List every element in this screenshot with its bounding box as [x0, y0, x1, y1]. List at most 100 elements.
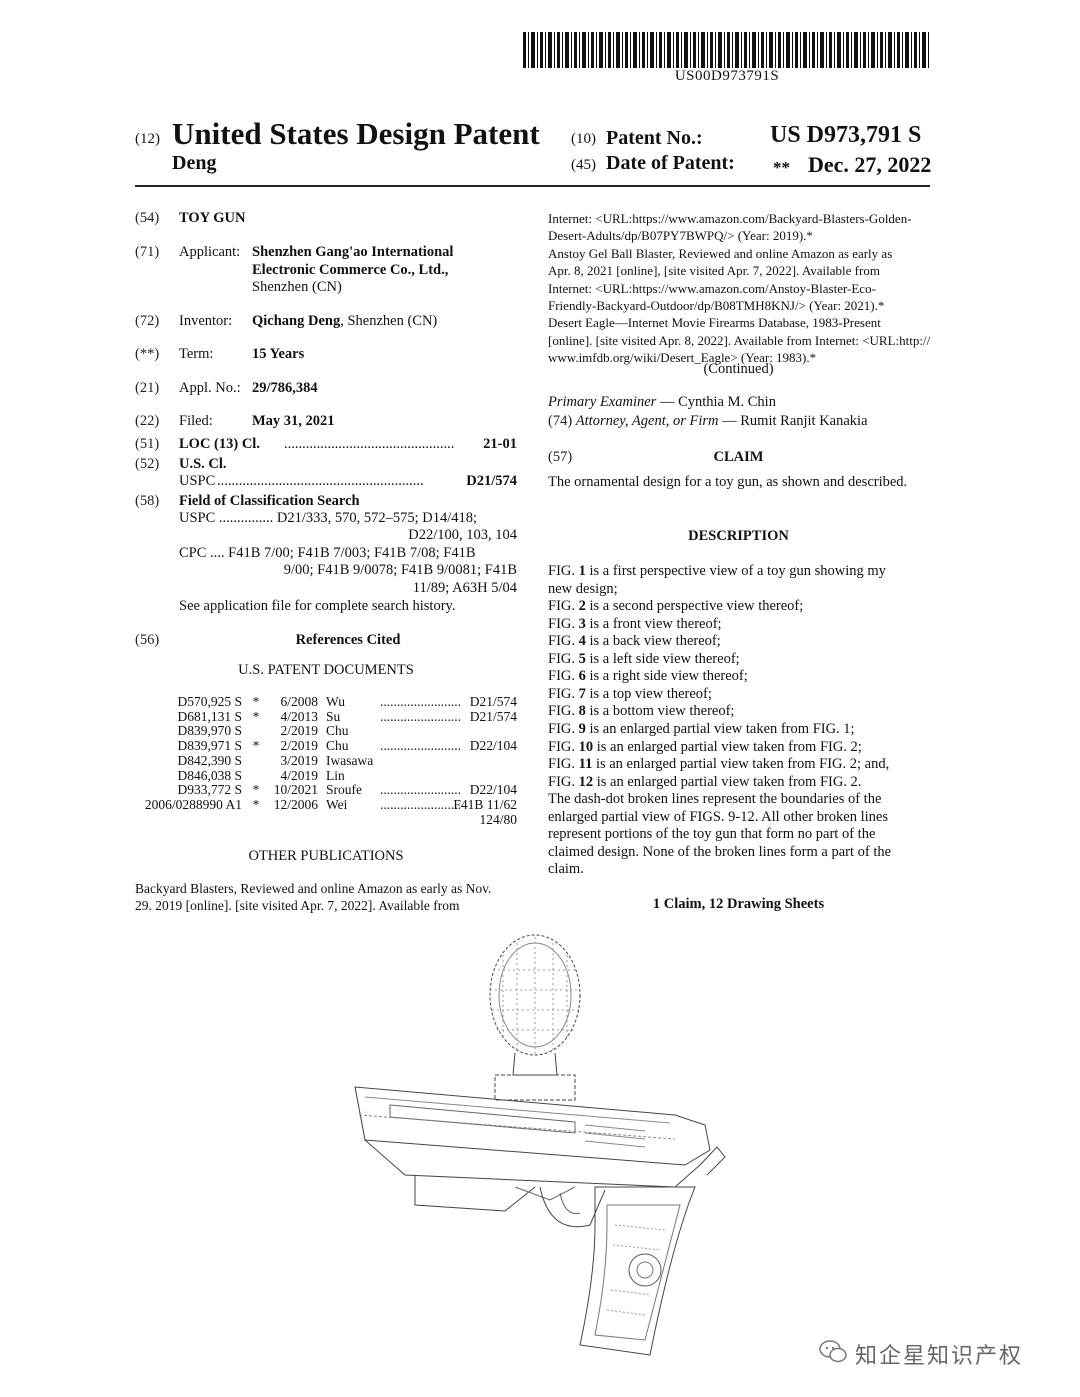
- broken-lines-line: claimed design. None of the broken lines…: [548, 843, 892, 860]
- ref-name: Chu: [326, 738, 349, 754]
- citation-line: Internet: <URL:https://www.amazon.com/An…: [548, 280, 876, 296]
- ref-dots: ..............................: [380, 694, 460, 709]
- field-search-uspc-2: D22/100, 103, 104: [408, 527, 517, 543]
- uspc-dots: ........................................…: [217, 473, 424, 489]
- ref-date: 3/2019: [280, 752, 318, 768]
- fig-text: is a back view thereof;: [585, 633, 721, 650]
- ref-date: 4/2019: [280, 767, 318, 783]
- ref-name: Iwasawa: [326, 752, 374, 768]
- applicant-line-1: Shenzhen Gang'ao International: [252, 244, 454, 260]
- broken-lines-line: enlarged partial view of FIGS. 9-12. All…: [548, 808, 889, 825]
- code-51: (51): [135, 436, 160, 452]
- code-10: (10): [571, 131, 596, 147]
- ref-name: Lin: [326, 767, 345, 783]
- code-12: (12): [135, 131, 160, 147]
- code-72: (72): [135, 313, 160, 329]
- ref-dots: ...............................: [380, 708, 460, 724]
- uspc-label: USPC: [179, 473, 216, 489]
- ref-num: D681,131 S: [177, 708, 242, 724]
- ref-dots: ........................: [380, 782, 460, 798]
- fig-text: is a left side view thereof;: [585, 650, 740, 667]
- citation-line: Anstoy Gel Ball Blaster, Reviewed and on…: [548, 245, 893, 261]
- ref-cls: D22/104: [469, 738, 517, 754]
- other-pub-line-1: Backyard Blasters, Reviewed and online A…: [135, 881, 492, 896]
- fig-prefix: FIG.: [548, 773, 579, 790]
- fig-number: 3: [578, 615, 586, 632]
- applicant-label: Applicant:: [179, 244, 241, 260]
- patent-date: Dec. 27, 2022: [808, 152, 932, 177]
- code-54: (54): [135, 210, 160, 226]
- code-45: (45): [571, 157, 596, 173]
- loc-value: 21-01: [483, 436, 517, 452]
- ref-name: Wu: [326, 694, 345, 709]
- figure-description: FIG. 11 is an enlarged partial view take…: [548, 756, 929, 774]
- ref-date: 2/2019: [280, 723, 318, 739]
- fig-number: 5: [578, 650, 586, 667]
- appl-no-label: Appl. No.:: [179, 380, 241, 396]
- fig-text: is a front view thereof;: [585, 615, 722, 632]
- date-label: Date of Patent:: [606, 152, 735, 174]
- ref-date: 12/2006: [273, 796, 318, 812]
- filed-value: May 31, 2021: [252, 413, 335, 429]
- watermark-text: 知企星知识产权: [855, 1344, 1024, 1369]
- code-52: (52): [135, 456, 160, 472]
- term-label: Term:: [179, 346, 214, 362]
- fig-prefix: FIG.: [548, 563, 579, 579]
- fig-text: new design;: [548, 580, 618, 597]
- fig-prefix: FIG.: [548, 738, 579, 755]
- inventor-location: , Shenzhen (CN): [340, 313, 438, 329]
- other-publications-heading: OTHER PUBLICATIONS: [248, 848, 404, 864]
- ref-name: Sroufe: [326, 782, 362, 798]
- figure-description: FIG. 8 is a bottom view thereof;: [548, 703, 929, 721]
- fig-text: is an enlarged partial view taken from F…: [585, 720, 855, 737]
- ref-dots: ........................: [380, 796, 460, 812]
- ref-num: D933,772 S: [177, 782, 242, 798]
- code-21: (21): [135, 380, 160, 396]
- title-field: TOY GUN: [179, 210, 246, 226]
- fig-prefix: FIG.: [548, 685, 579, 702]
- barcode: [523, 32, 931, 68]
- fig-text: is an enlarged partial view taken from F…: [593, 738, 862, 755]
- ref-cls: D21/574: [469, 694, 517, 709]
- figure-description: FIG. 5 is a left side view thereof;: [548, 651, 929, 669]
- code-71: (71): [135, 244, 160, 260]
- ref-star: *: [252, 782, 260, 798]
- citation-line: www.imfdb.org/wiki/Desert_Eagle> (Year: …: [548, 350, 817, 366]
- ref-dots: ............................: [380, 738, 460, 754]
- date-marker: **: [773, 158, 790, 177]
- references-cited-heading: References Cited: [295, 632, 401, 648]
- broken-lines-line: claim.: [548, 861, 584, 878]
- filed-label: Filed:: [179, 413, 213, 429]
- field-search-uspc: USPC ............... D21/333, 570, 572–5…: [179, 510, 478, 526]
- citation-line: Desert Eagle—Internet Movie Firearms Dat…: [548, 315, 881, 331]
- fig-prefix: FIG.: [548, 598, 579, 615]
- ref-cls: D21/574: [469, 708, 517, 724]
- field-search-note: See application file for complete search…: [179, 598, 456, 614]
- document-title: United States Design Patent: [172, 116, 540, 151]
- ref-num: D570,925 S: [177, 694, 242, 709]
- ref-star: *: [252, 796, 260, 812]
- fig-prefix: FIG.: [548, 756, 579, 773]
- toy-gun-drawing: [354, 934, 726, 1356]
- inventor-label: Inventor:: [179, 313, 233, 329]
- ref-date: 10/2021: [273, 782, 318, 798]
- loc-label: LOC (13) Cl.: [179, 436, 260, 452]
- broken-lines-line: The dash-dot broken lines represent the …: [548, 791, 882, 807]
- code-57: (57): [548, 449, 573, 465]
- other-pub-line-2: 29. 2019 [online]. [site visited Apr. 7,…: [135, 898, 460, 913]
- fig-prefix: FIG.: [548, 703, 579, 720]
- ref-continuation: 124/80: [479, 811, 517, 827]
- attorney-name: — Rumit Ranjit Kanakia: [718, 413, 868, 429]
- header-rule: [135, 185, 930, 187]
- citation-line: Apr. 8, 2021 [online], [site visited Apr…: [548, 263, 880, 279]
- figure-description: FIG. 6 is a right side view thereof;: [548, 668, 929, 686]
- fig-number: 7: [578, 685, 586, 702]
- fig-text: is a second perspective view thereof;: [585, 598, 804, 615]
- fig-number: 11: [578, 756, 593, 773]
- figure-description: FIG. 2 is a second perspective view ther…: [548, 598, 929, 616]
- ref-star: *: [252, 738, 260, 754]
- citation-line: Desert-Adults/dp/B07PY7BWPQ/> (Year: 201…: [548, 228, 813, 244]
- us-cl-label: U.S. Cl.: [179, 456, 227, 472]
- fig-number: 12: [578, 773, 594, 790]
- fig-prefix: FIG.: [548, 615, 579, 632]
